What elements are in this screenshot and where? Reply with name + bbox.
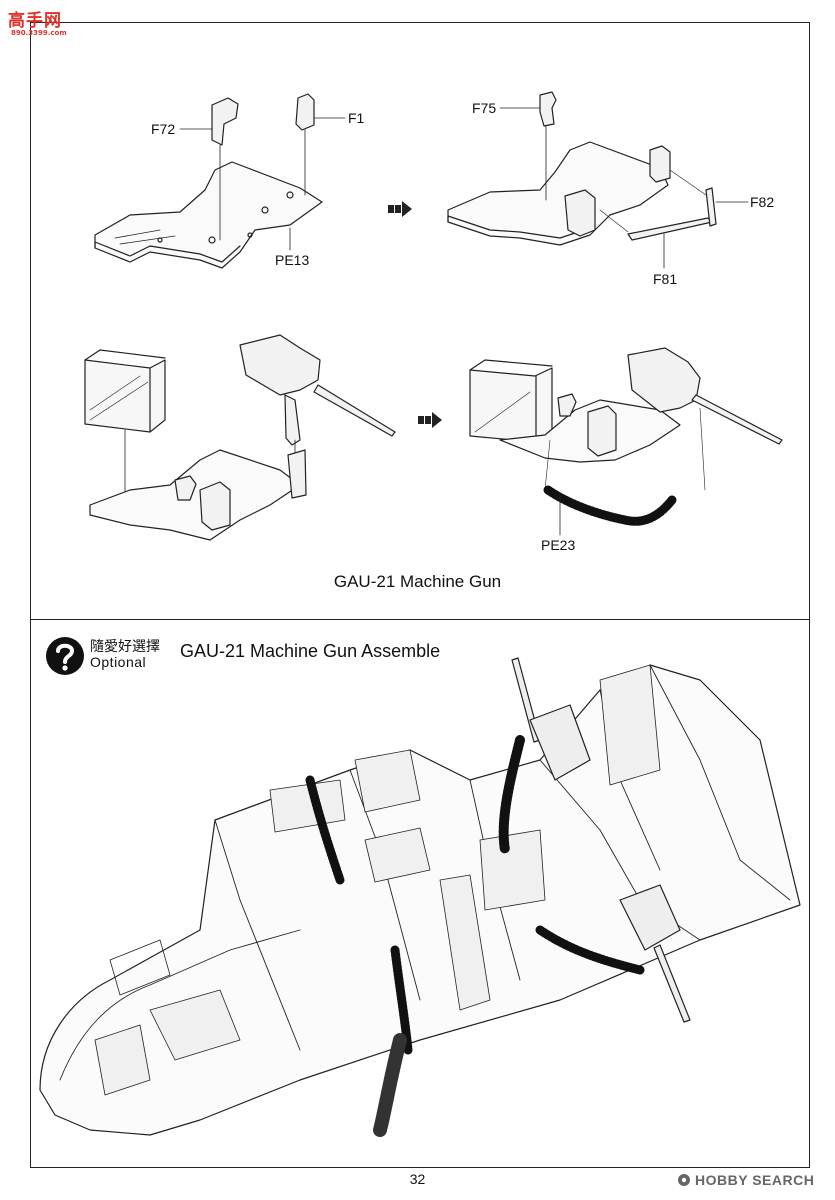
optional-label-cn: 隨愛好選擇: [90, 639, 160, 655]
step1-base-plate-left: [94, 93, 346, 269]
part-label-f81: F81: [653, 271, 678, 287]
part-label-f72: F72: [151, 121, 176, 137]
site-logo: 高手网 890.3399.com: [8, 6, 80, 40]
logo-text: 高手网: [8, 11, 62, 31]
part-label-f82: F82: [750, 194, 775, 210]
part-label-f1: F1: [348, 110, 365, 126]
step2-assembled-right: [469, 347, 783, 536]
step-arrow-1: [388, 201, 412, 217]
part-label-pe13: PE13: [275, 252, 310, 268]
question-mark-icon-art: [46, 637, 84, 675]
optional-label-en: Optional: [90, 654, 147, 670]
gear-icon: [678, 1174, 690, 1186]
step-caption: GAU-21 Machine Gun: [333, 572, 502, 591]
logo-subtext: 890.3399.com: [11, 29, 67, 37]
part-label-f75: F75: [472, 100, 497, 116]
lower-panel-frame: [30, 620, 810, 1168]
step1-base-plate-right: [447, 91, 749, 269]
question-mark-icon: [45, 636, 85, 676]
watermark: HOBBY SEARCH: [677, 1172, 814, 1188]
watermark-text: HOBBY SEARCH: [695, 1172, 815, 1188]
step-arrow-2: [418, 412, 442, 428]
page-number: 32: [409, 1171, 426, 1187]
upper-panel-frame: [30, 22, 810, 620]
fuselage-assembly-drawing: [39, 657, 801, 1137]
step2-exploded-left: [84, 334, 396, 541]
part-label-pe23: PE23: [541, 537, 576, 553]
section-title: GAU-21 Machine Gun Assemble: [180, 641, 441, 661]
